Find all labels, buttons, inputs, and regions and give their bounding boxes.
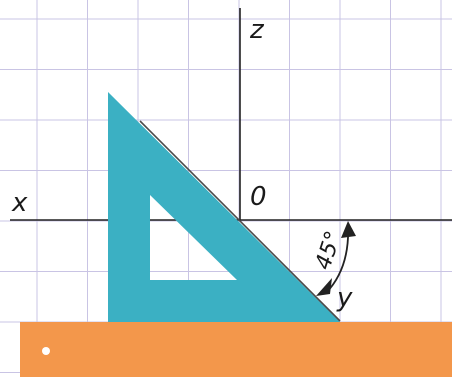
origin-label: 0 [250, 182, 267, 212]
ruler-dot [42, 347, 50, 355]
axis-label-y: y [336, 283, 353, 313]
angle-label: 45° [311, 228, 347, 273]
set-square-triangle [108, 92, 340, 322]
ruler [20, 322, 452, 377]
set-square-hypotenuse-edge [139, 120, 341, 322]
axis-label-z: z [249, 15, 265, 45]
axis-label-x: x [11, 188, 28, 218]
angle-arrow-lower-icon [316, 278, 332, 296]
angle-arrow-upper-icon [341, 221, 356, 238]
